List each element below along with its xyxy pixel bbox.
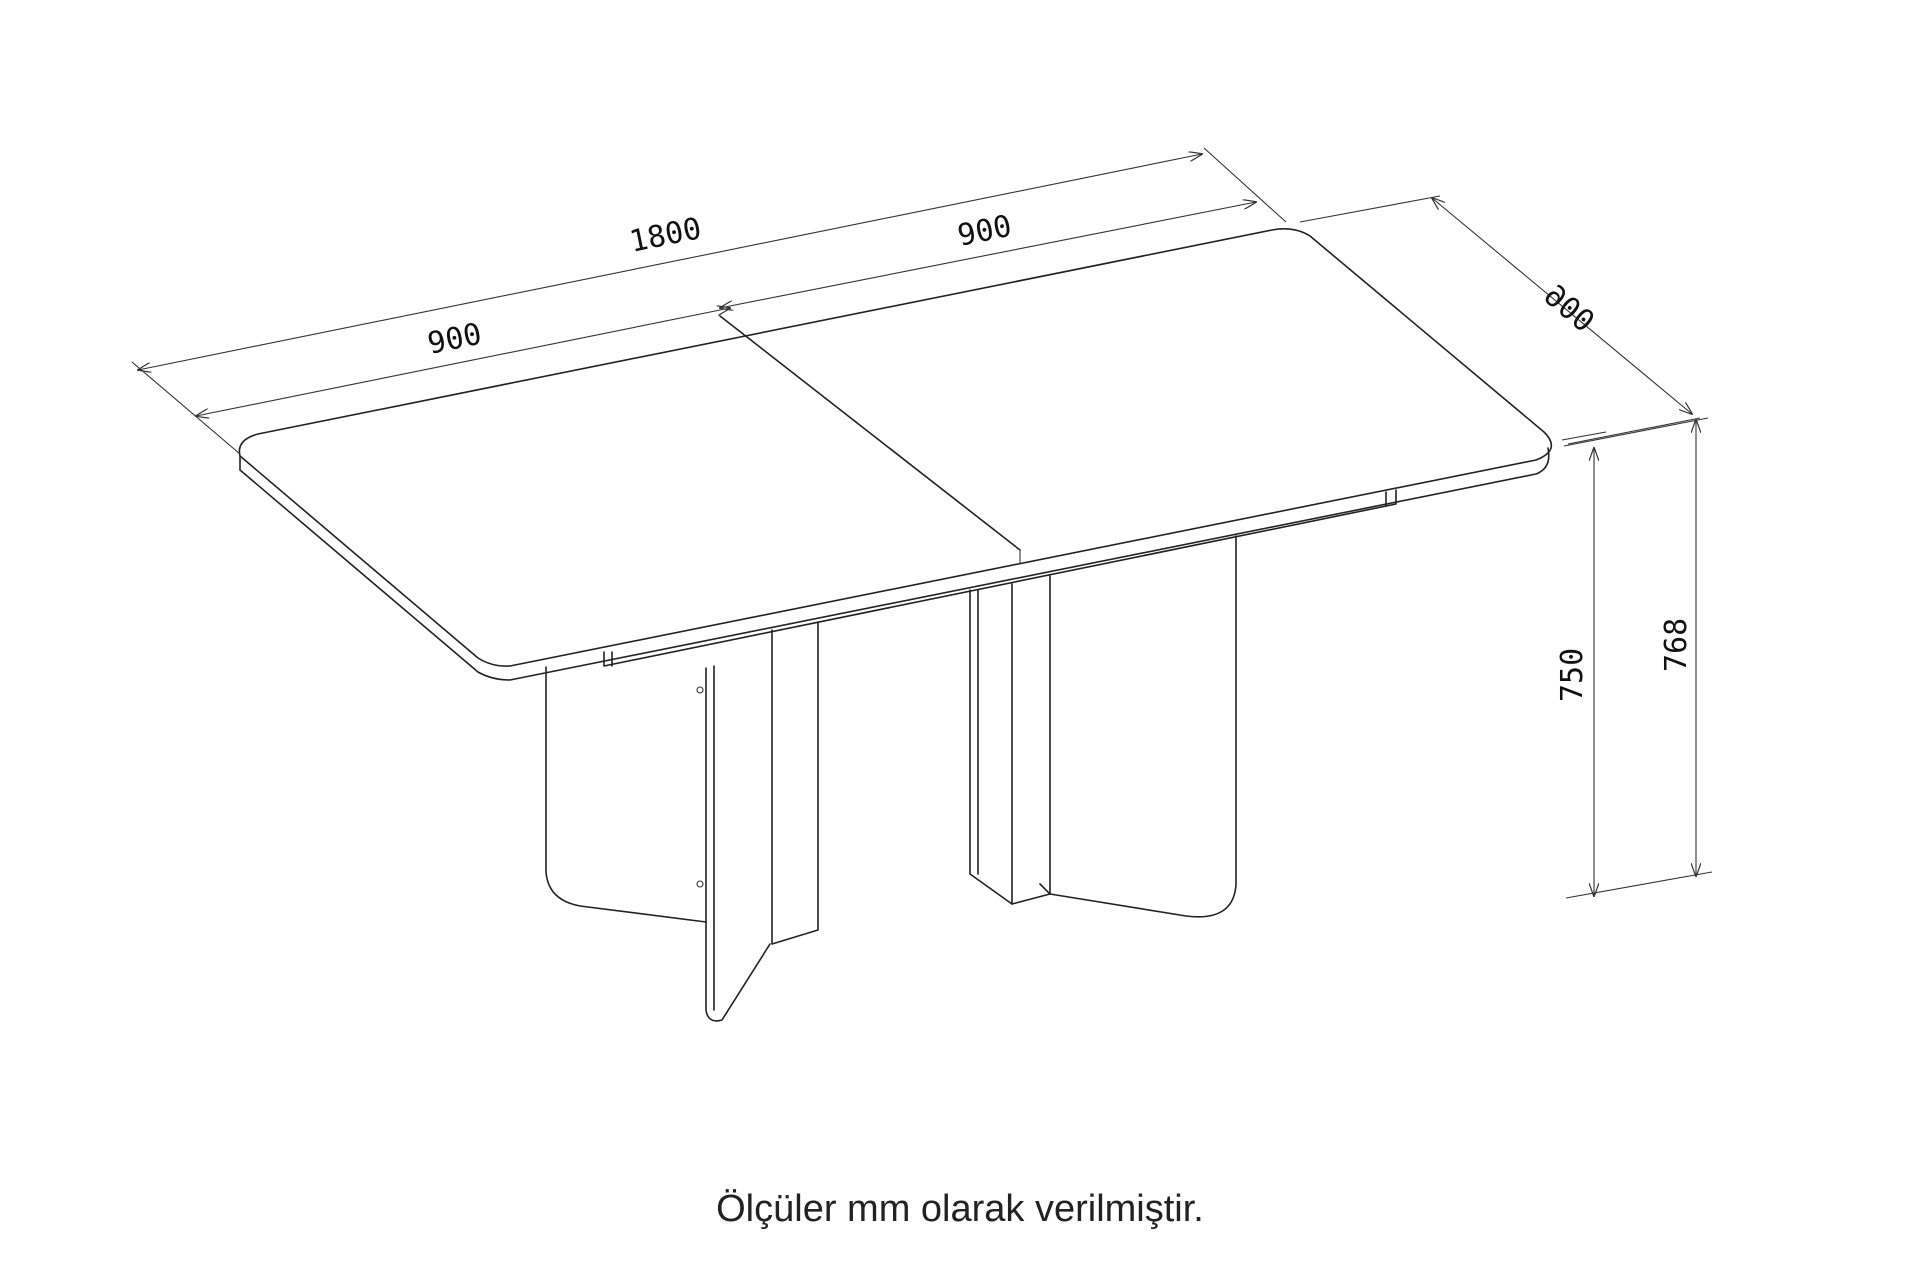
dimension-left-leaf: 900: [196, 308, 730, 416]
dimension-depth: 900: [1299, 195, 1701, 445]
right-leg: [969, 535, 1237, 918]
dimension-right-leaf: 900: [720, 202, 1256, 308]
dim-left-leaf-label: 900: [425, 317, 485, 362]
dim-height-frame-label: 750: [1555, 648, 1590, 702]
dim-depth-label: 900: [1539, 276, 1603, 338]
dimension-total-length: 1800: [131, 147, 1287, 455]
left-leg: [545, 621, 819, 1022]
dimension-heights: 750 768: [1555, 417, 1713, 899]
dim-right-leaf-label: 900: [955, 209, 1015, 254]
dim-height-total-label: 768: [1659, 618, 1694, 672]
units-caption: Ölçüler mm olarak verilmiştir.: [716, 1188, 1204, 1230]
dim-total-length-label: 1800: [627, 211, 705, 260]
table-top: [238, 228, 1553, 681]
apron: [603, 489, 1397, 667]
